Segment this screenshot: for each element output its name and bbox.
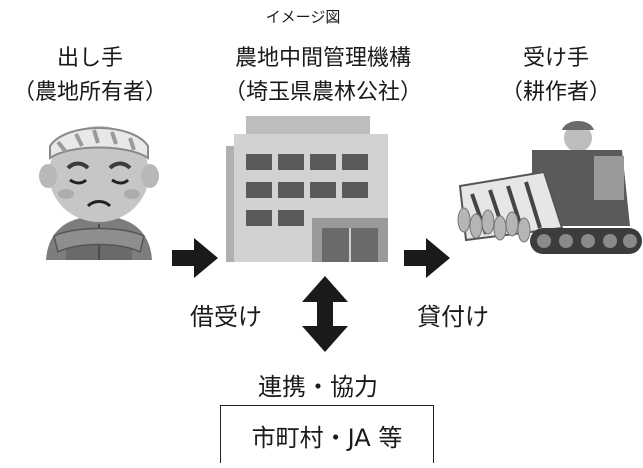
giver-subtitle: （農地所有者） <box>12 80 167 105</box>
receiver-title: 受け手 <box>522 46 589 71</box>
organization-subtitle: （埼玉県農林公社） <box>223 80 422 105</box>
cooperation-label: 連携・協力 <box>258 373 378 401</box>
right-arrow-icon <box>172 238 218 278</box>
tractor-icon <box>457 121 642 254</box>
diagram-caption: イメージ図 <box>265 8 341 26</box>
borrow-label: 借受け <box>190 303 262 331</box>
double-vertical-arrow-icon <box>302 276 348 352</box>
elderly-farmer-icon <box>39 126 159 260</box>
partners-box: 市町村・JA 等 <box>220 405 434 463</box>
giver-title: 出し手 <box>56 46 123 71</box>
partners-label: 市町村・JA 等 <box>251 424 403 452</box>
right-arrow-icon <box>404 238 450 278</box>
organization-title: 農地中間管理機構 <box>234 46 411 71</box>
lend-label: 貸付け <box>417 303 489 331</box>
office-building-icon <box>226 116 388 262</box>
receiver-subtitle: （耕作者） <box>500 80 611 105</box>
